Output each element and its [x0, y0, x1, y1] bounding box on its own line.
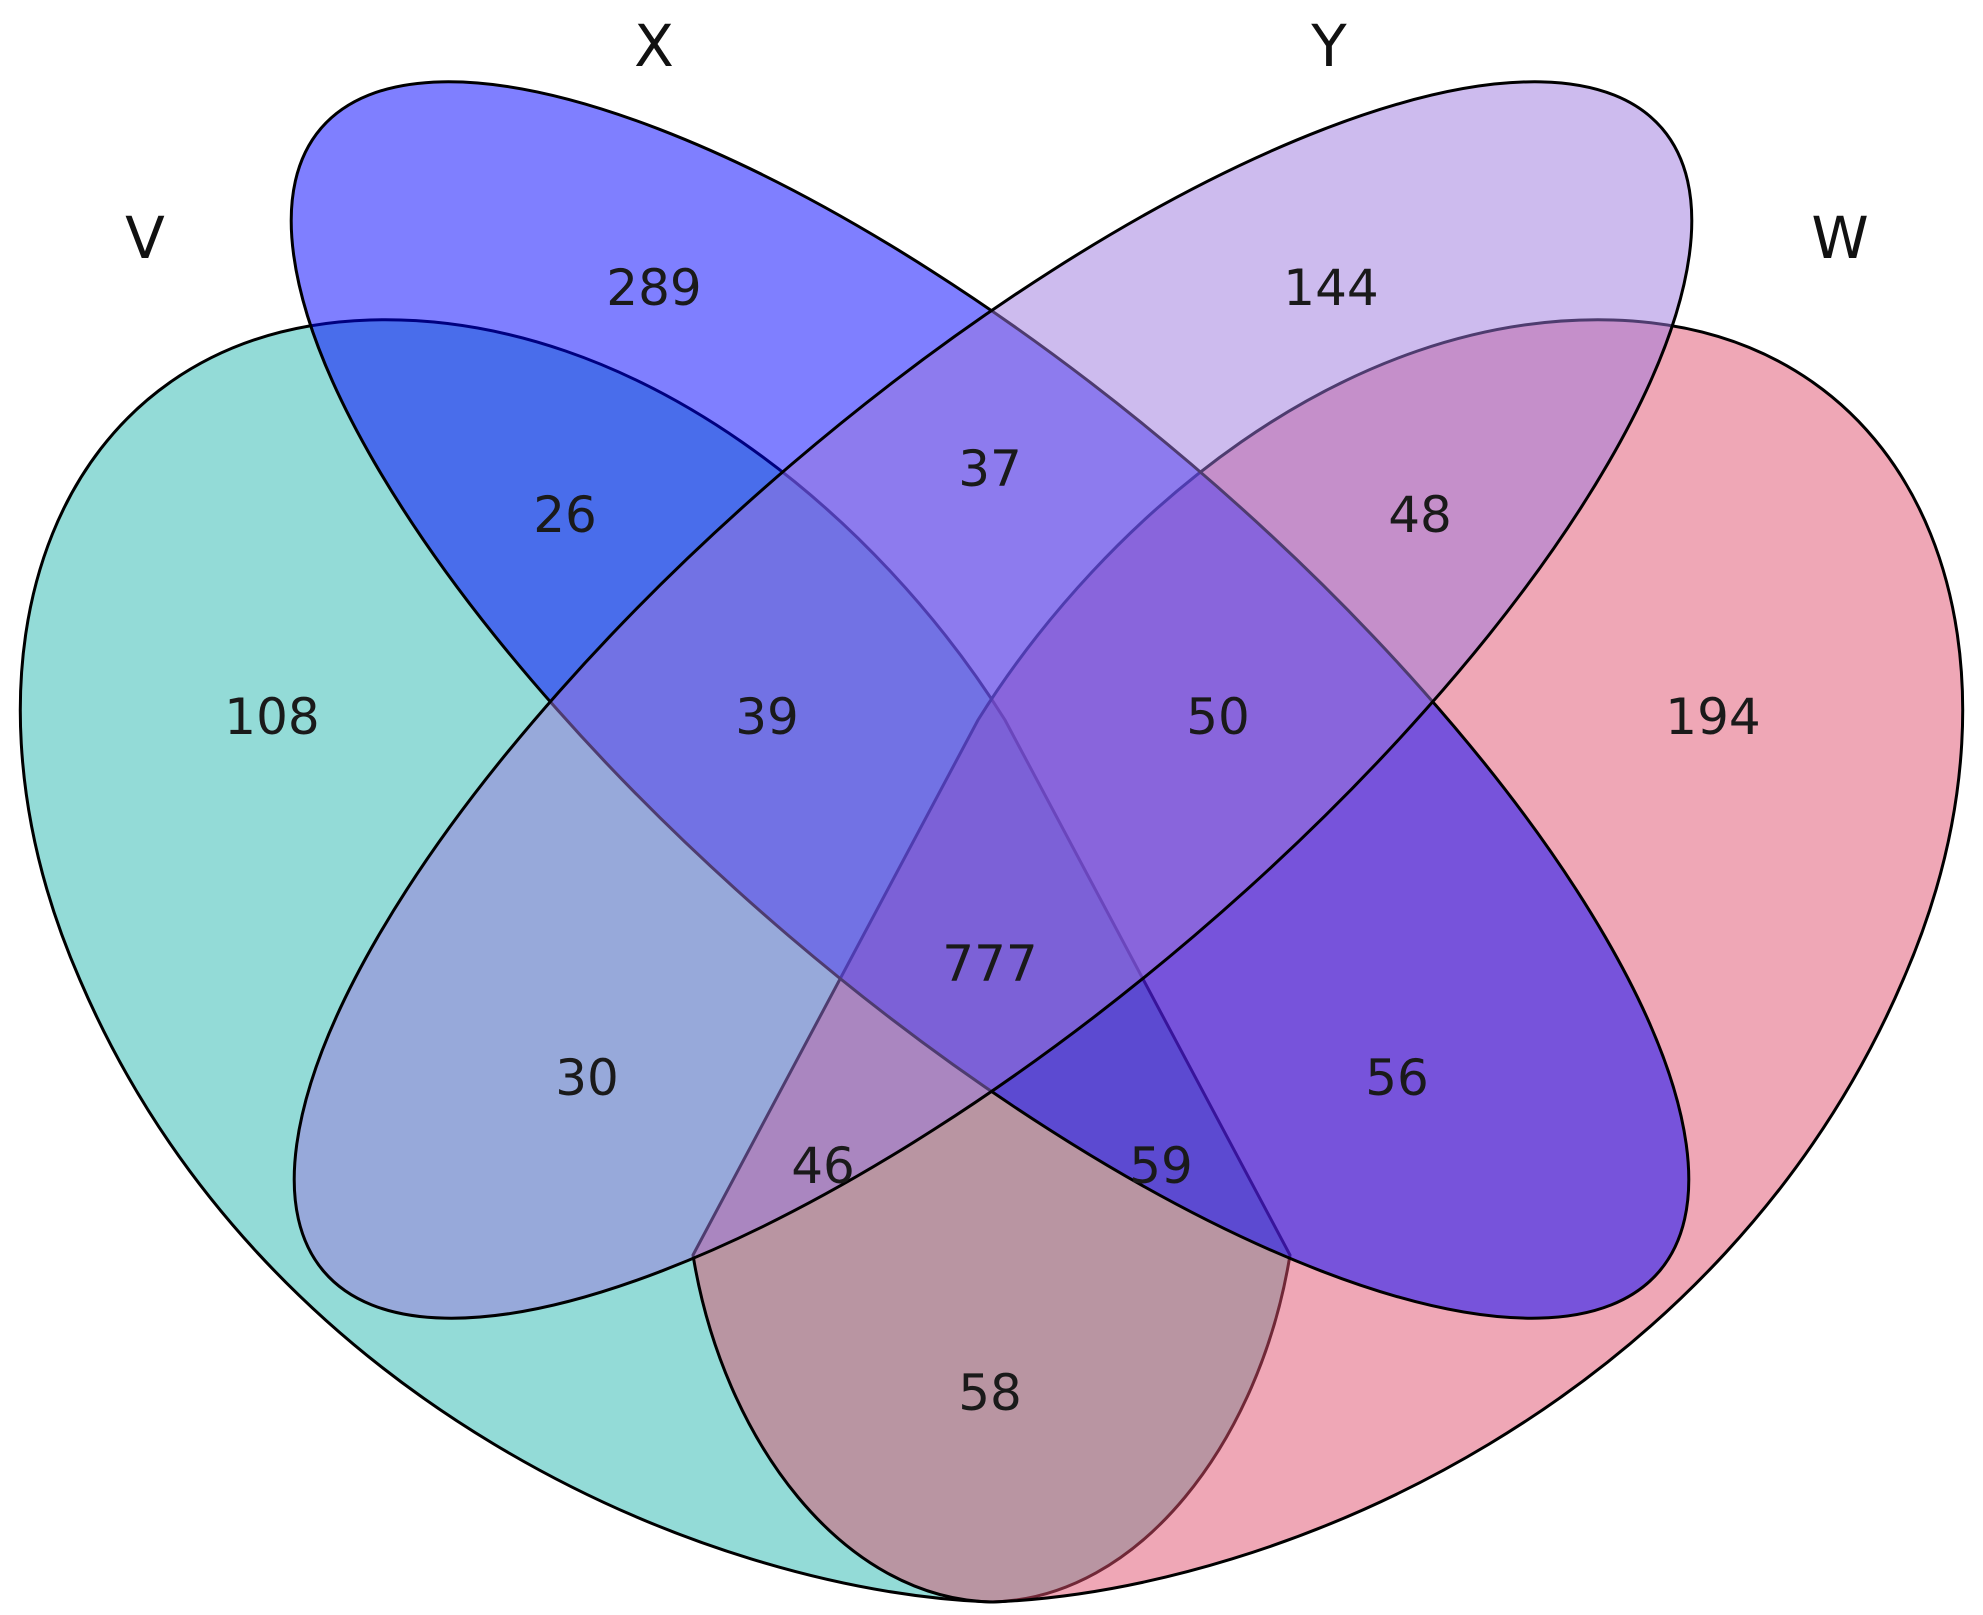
- region-v-only: 108: [224, 688, 319, 746]
- region-x-only: 289: [606, 259, 701, 317]
- region-x-y: 37: [958, 440, 1022, 498]
- region-counts: 108 289 144 194 26 37 48 39 50 30 56 777…: [224, 259, 1760, 1422]
- set-w-label: W: [1811, 204, 1868, 272]
- region-w-only: 194: [1665, 688, 1760, 746]
- region-v-w: 58: [958, 1364, 1022, 1422]
- set-y-shape: [292, 80, 1694, 1320]
- region-y-only: 144: [1283, 259, 1378, 317]
- region-v-x: 26: [533, 486, 597, 544]
- region-x-y-w: 50: [1186, 688, 1250, 746]
- region-v-y: 30: [555, 1049, 619, 1107]
- set-labels: V X Y W: [125, 12, 1869, 272]
- region-x-w: 56: [1365, 1049, 1429, 1107]
- set-y-label: Y: [1310, 12, 1347, 80]
- region-y-w: 48: [1388, 486, 1452, 544]
- region-v-y-w: 46: [791, 1137, 855, 1195]
- region-v-x-y: 39: [735, 688, 799, 746]
- set-x-label: X: [634, 12, 674, 80]
- set-v-label: V: [125, 204, 165, 272]
- set-shapes: [18, 80, 1965, 1604]
- region-v-x-w: 59: [1129, 1137, 1193, 1195]
- region-v-x-y-w: 777: [942, 935, 1037, 993]
